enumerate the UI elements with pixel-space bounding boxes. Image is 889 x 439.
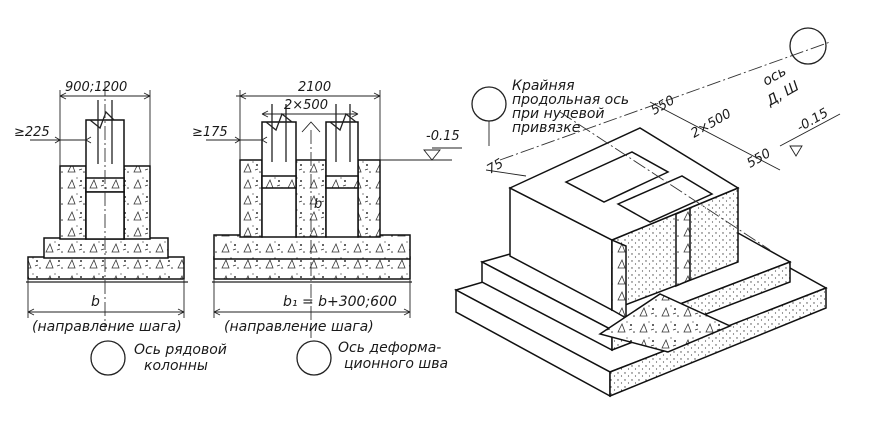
iso-socket-right <box>616 175 714 223</box>
iso-dim-550-a: 550 <box>649 93 678 118</box>
middle-column-outlines <box>271 104 351 162</box>
middle-foundation-section: 2100 2×500 ≥175 -0.15 b b₁ = b+300;600 (… <box>192 80 462 376</box>
middle-grout-left <box>261 175 297 189</box>
iso-level-mark <box>789 145 803 157</box>
middle-gap-dim: 2×500 <box>284 98 328 113</box>
middle-level: -0.15 <box>426 129 460 144</box>
left-break-line <box>89 110 115 130</box>
middle-note-line-2: ционного шва <box>344 356 448 372</box>
iso-foundation-view: 550 2×500 550 75 -0.15 ось Д, Ш Крайняя … <box>454 27 841 398</box>
middle-inner-mark: b <box>314 197 322 212</box>
middle-caption: (направление шага) <box>224 319 374 335</box>
iso-level: -0.15 <box>795 106 832 136</box>
middle-grout-right <box>325 175 359 189</box>
middle-wall-left <box>239 159 263 238</box>
left-socket-wall-left <box>59 165 87 240</box>
left-middle-step <box>43 237 169 259</box>
iso-dim-2x500: 2×500 <box>689 106 735 141</box>
left-note-line-1: Ось рядовой <box>134 342 227 358</box>
left-base-dim: b <box>91 294 100 310</box>
middle-cover-dim: ≥175 <box>192 125 228 140</box>
middle-wall-right <box>357 159 381 238</box>
iso-axis-longitudinal <box>499 41 831 161</box>
iso-75-dim-line <box>485 169 527 177</box>
left-caption: (направление шага) <box>32 319 182 335</box>
left-note-line-2: колонны <box>144 358 208 374</box>
left-width-dim: 900;1200 <box>65 80 127 95</box>
iso-dim-75: 75 <box>485 156 507 177</box>
left-bottom-step <box>27 256 185 280</box>
iso-edge-axis-bubble <box>471 86 507 122</box>
middle-note-line-1: Ось деформа- <box>338 340 441 356</box>
middle-middle-step <box>213 234 411 260</box>
middle-width-dim: 2100 <box>298 80 331 95</box>
iso-note-line-1: Крайняя <box>512 78 575 94</box>
iso-top-dim-line <box>649 101 781 171</box>
left-column-outline <box>97 100 113 164</box>
iso-note-line-4: привязке <box>512 120 580 136</box>
middle-level-mark <box>423 149 441 161</box>
middle-break-lines <box>265 112 357 132</box>
iso-base-slab-right-side <box>609 286 827 398</box>
iso-socket-left <box>564 151 670 203</box>
left-socket-wall-right <box>123 165 151 240</box>
iso-axis-bubble <box>789 27 827 65</box>
middle-axis-bubble <box>296 340 332 376</box>
iso-note-line-2: продольная ось <box>512 92 629 108</box>
left-cover-dim: ≥225 <box>14 125 50 140</box>
left-foundation-section: 900;1200 ≥225 b (направление шага) Ось р… <box>14 80 227 376</box>
iso-cut-base <box>598 293 732 353</box>
iso-dim-550-b: 550 <box>745 146 774 171</box>
iso-cut-wall-right <box>675 206 691 288</box>
middle-bottom-step <box>213 256 411 280</box>
iso-note-line-3: при нулевой <box>512 106 605 122</box>
iso-cut-wall-left <box>611 238 627 320</box>
middle-base-formula: b₁ = b+300;600 <box>283 294 397 310</box>
left-axis-bubble <box>90 340 126 376</box>
iso-axis-transverse <box>559 111 771 251</box>
